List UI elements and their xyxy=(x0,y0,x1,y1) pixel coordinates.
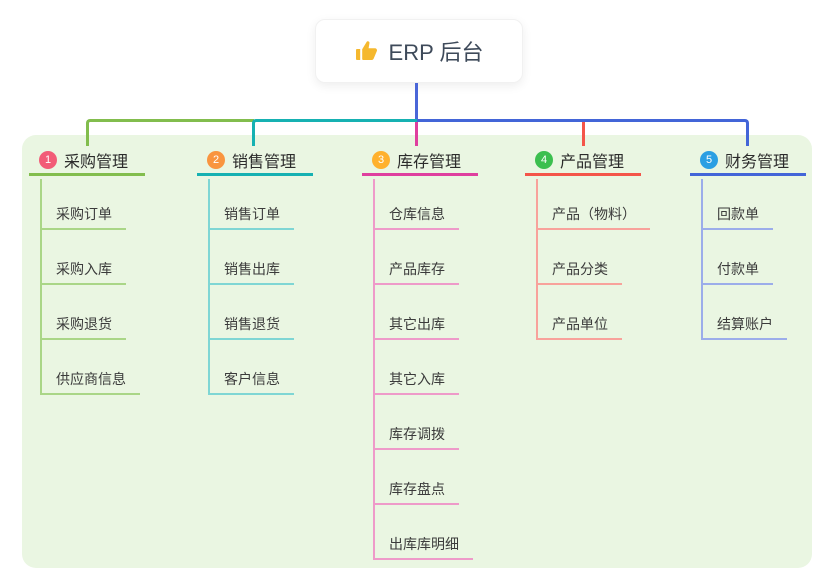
node-purchase-order[interactable]: 采购订单 xyxy=(40,201,126,230)
branch-product-title: 产品管理 xyxy=(560,154,625,171)
node-product-stock[interactable]: 产品库存 xyxy=(373,256,459,285)
branch-sales: 2 销售管理 销售订单 销售出库 销售退货 客户信息 xyxy=(197,147,313,395)
node-sales-outbound[interactable]: 销售出库 xyxy=(208,256,294,285)
node-product-category[interactable]: 产品分类 xyxy=(536,256,622,285)
branch-sales-title: 销售管理 xyxy=(232,154,297,171)
branch-product: 4 产品管理 产品（物料） 产品分类 产品单位 xyxy=(525,147,650,340)
connector-purchase xyxy=(86,119,254,146)
thumbs-up-icon xyxy=(355,39,379,63)
node-stock-transfer[interactable]: 库存调拨 xyxy=(373,421,459,450)
node-customer-info[interactable]: 客户信息 xyxy=(208,366,294,395)
root-node-erp[interactable]: ERP 后台 xyxy=(315,19,523,83)
node-settlement-account[interactable]: 结算账户 xyxy=(701,311,787,340)
connector-product xyxy=(582,122,585,146)
branch-inventory-title: 库存管理 xyxy=(397,154,462,171)
node-outbound-detail[interactable]: 出库库明细 xyxy=(373,531,473,560)
badge-4: 4 xyxy=(535,151,553,169)
branch-purchase-header[interactable]: 1 采购管理 xyxy=(29,147,145,176)
connector-finance xyxy=(417,119,749,146)
node-supplier-info[interactable]: 供应商信息 xyxy=(40,366,140,395)
branches-background-panel xyxy=(22,135,812,568)
node-other-inbound[interactable]: 其它入库 xyxy=(373,366,459,395)
node-purchase-return[interactable]: 采购退货 xyxy=(40,311,126,340)
branch-inventory-header[interactable]: 3 库存管理 xyxy=(362,147,478,176)
subtree-line xyxy=(208,179,210,395)
badge-5: 5 xyxy=(700,151,718,169)
connector-inventory xyxy=(415,122,418,146)
branch-inventory: 3 库存管理 仓库信息 产品库存 其它出库 其它入库 库存调拨 库存盘点 出库库… xyxy=(362,147,478,560)
branch-finance: 5 财务管理 回款单 付款单 结算账户 xyxy=(690,147,806,340)
badge-1: 1 xyxy=(39,151,57,169)
branch-product-header[interactable]: 4 产品管理 xyxy=(525,147,641,176)
connector-sales xyxy=(252,119,418,146)
subtree-line xyxy=(40,179,42,395)
node-warehouse-info[interactable]: 仓库信息 xyxy=(373,201,459,230)
branch-finance-title: 财务管理 xyxy=(725,154,790,171)
branch-purchase-title: 采购管理 xyxy=(64,154,129,171)
node-product-unit[interactable]: 产品单位 xyxy=(536,311,622,340)
badge-3: 3 xyxy=(372,151,390,169)
branch-sales-header[interactable]: 2 销售管理 xyxy=(197,147,313,176)
node-product-material[interactable]: 产品（物料） xyxy=(536,201,650,230)
subtree-line xyxy=(701,179,703,340)
badge-2: 2 xyxy=(207,151,225,169)
node-purchase-inbound[interactable]: 采购入库 xyxy=(40,256,126,285)
node-sales-order[interactable]: 销售订单 xyxy=(208,201,294,230)
node-other-outbound[interactable]: 其它出库 xyxy=(373,311,459,340)
node-stock-count[interactable]: 库存盘点 xyxy=(373,476,459,505)
node-sales-return[interactable]: 销售退货 xyxy=(208,311,294,340)
node-payment-slip[interactable]: 付款单 xyxy=(701,256,773,285)
root-title: ERP 后台 xyxy=(388,40,484,65)
subtree-line xyxy=(373,179,375,560)
node-receipt-slip[interactable]: 回款单 xyxy=(701,201,773,230)
subtree-line xyxy=(536,179,538,340)
root-stem-line xyxy=(415,83,418,122)
branch-finance-header[interactable]: 5 财务管理 xyxy=(690,147,806,176)
branch-purchase: 1 采购管理 采购订单 采购入库 采购退货 供应商信息 xyxy=(29,147,145,395)
